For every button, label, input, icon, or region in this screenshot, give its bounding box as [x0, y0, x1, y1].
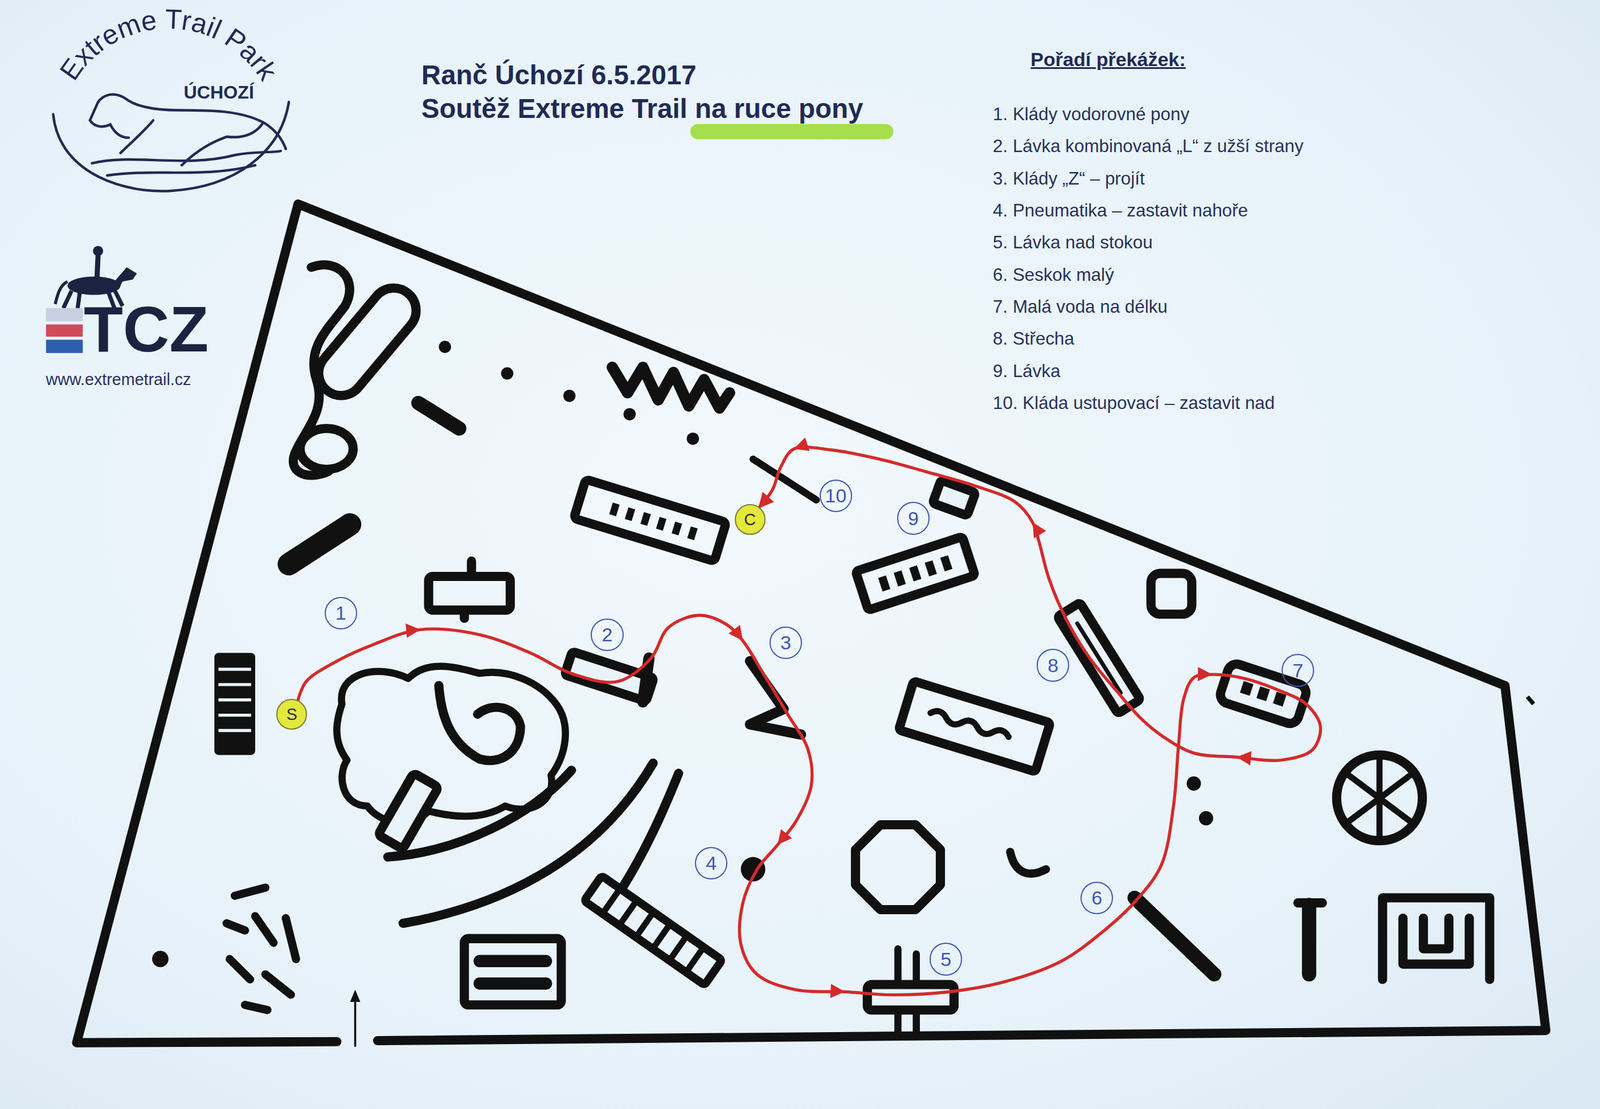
- node-text: 3: [780, 631, 792, 655]
- callout-number: 10: [819, 479, 853, 513]
- obstacle-list-item: 5. Lávka nad stokou: [992, 231, 1153, 254]
- start-finish-marker: S: [276, 698, 308, 730]
- callout-number: 5: [929, 942, 963, 976]
- obstacle-list-item: 3. Klády „Z“ – projít: [992, 168, 1145, 190]
- logo-text: Extreme Trail Park: [53, 3, 284, 87]
- callout-number: 4: [694, 846, 728, 880]
- rock-group: [288, 264, 730, 565]
- logo-text: ÚCHOZÍ: [183, 81, 255, 104]
- obstacle-list-item: 4. Pneumatika – zastavit nahoře: [992, 199, 1248, 222]
- callout-number: 1: [324, 596, 358, 630]
- node-text: 6: [1091, 886, 1103, 910]
- obstacle-list-item: 7. Malá voda na délku: [992, 296, 1168, 318]
- logo-text: TCZ: [83, 291, 209, 368]
- web-address: www.extremetrail.cz: [46, 369, 192, 390]
- obstacle-list-item: 2. Lávka kombinovaná „L“ z užší strany: [992, 135, 1304, 158]
- start-finish-marker: C: [734, 504, 766, 535]
- node-text: 1: [335, 601, 347, 625]
- title-text: Ranč Úchozí 6.5.2017: [421, 59, 697, 92]
- obstacle-list-item: 9. Lávka: [992, 360, 1061, 383]
- obstacle-shapes: [152, 459, 1490, 1036]
- node-text: 5: [940, 947, 952, 972]
- callout-number: 7: [1281, 653, 1315, 687]
- callout-number: 8: [1036, 648, 1070, 682]
- subtitle-text: Soutěž Extreme Trail na ruce pony: [421, 92, 864, 126]
- obstacle-list-item: 8. Střecha: [992, 328, 1075, 350]
- callout-number: 2: [590, 618, 624, 652]
- logo-drawing: [52, 94, 289, 192]
- node-text: S: [286, 704, 298, 724]
- node-text: 9: [907, 506, 919, 531]
- callout-number: 3: [769, 626, 802, 660]
- highlighter-mark: [697, 131, 886, 133]
- obstacle-list-item: 10. Kláda ustupovací – zastavit nad: [992, 392, 1275, 415]
- node-text: 4: [705, 851, 717, 875]
- callout-number: 9: [897, 501, 930, 535]
- node-text: 7: [1292, 659, 1304, 683]
- trail-route: [297, 447, 1321, 996]
- node-text: 2: [601, 623, 613, 647]
- obstacle-list-item: 1. Klády vodorovné pony: [992, 103, 1190, 126]
- callout-number: 6: [1080, 881, 1113, 915]
- list-heading: Pořadí překážek:: [1030, 47, 1186, 72]
- node-text: 10: [824, 484, 847, 508]
- node-text: 8: [1047, 653, 1059, 678]
- node-text: C: [743, 509, 756, 530]
- obstacle-list-item: 6. Seskok malý: [992, 264, 1115, 286]
- park-boundary: [76, 203, 1546, 1047]
